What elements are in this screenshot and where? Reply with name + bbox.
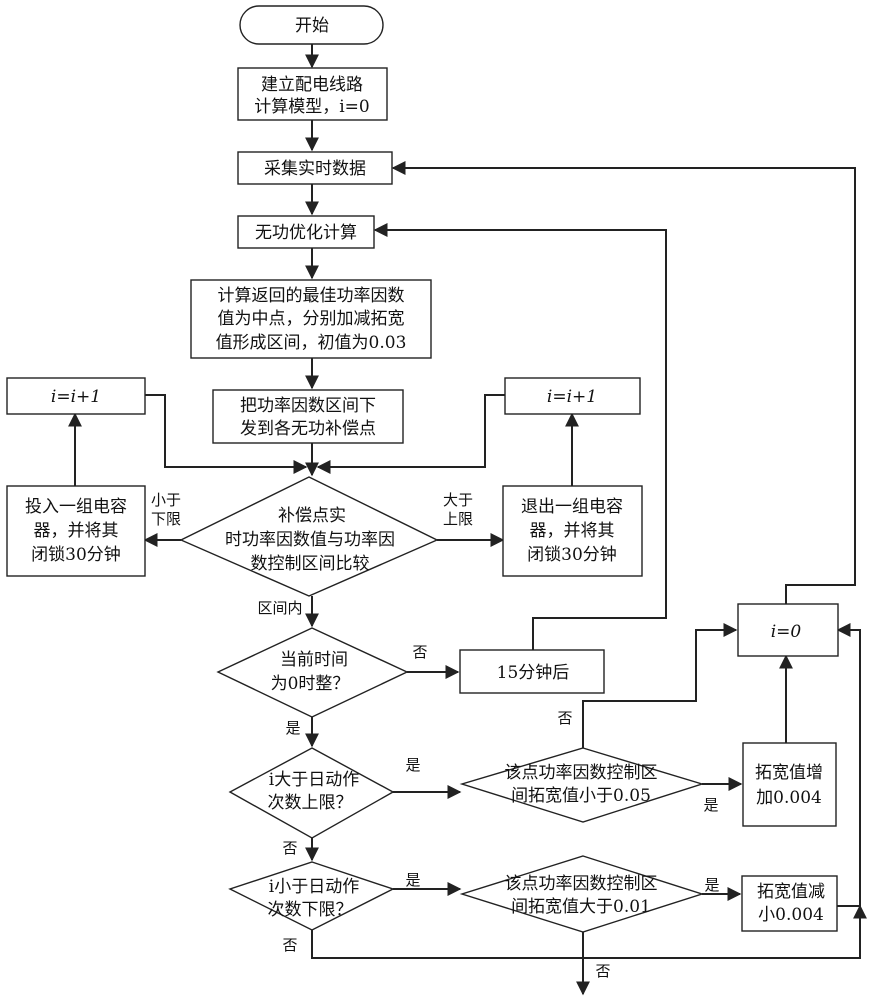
compute-interval-label-line-1: 计算返回的最佳功率因数: [218, 286, 405, 306]
check-width-upper-decision: [459, 747, 705, 823]
check-width-lower-label-line-2: 间拓宽值大于0.01: [511, 897, 651, 917]
check-i-lower-label-line-1: i小于日动作: [269, 877, 359, 897]
label-yes-width-upper: 是: [703, 796, 718, 814]
withdraw-capacitor-box: [502, 485, 643, 577]
check-width-upper-label-line-2: 间拓宽值小于0.05: [511, 786, 651, 806]
increase-width-label-line-2: 加0.004: [756, 788, 822, 808]
label-no-upper: 否: [282, 839, 297, 857]
check-i-upper-label-line-1: i大于日动作: [269, 770, 359, 790]
collect-data-label: 采集实时数据: [264, 159, 366, 179]
check-midnight-label-line-2: 为0时整？: [271, 674, 350, 694]
check-midnight-decision: [216, 627, 409, 718]
build-model-label-line-2: 计算模型，i=0: [254, 97, 370, 117]
wait-15min-label: 15分钟后: [497, 663, 570, 683]
insert-capacitor-label-line-2: 器，并将其: [34, 521, 119, 541]
start-label: 开始: [295, 16, 329, 36]
label-yes-lower: 是: [405, 871, 420, 889]
compare-pf-decision: [179, 476, 439, 597]
check-width-lower-label-line-1: 该点功率因数控制区: [505, 874, 658, 894]
increase-width-label-line-1: 拓宽值增: [755, 763, 823, 783]
reset-i-label: i=0: [771, 622, 802, 642]
var-optimize-label: 无功优化计算: [255, 223, 357, 243]
compute-interval-label-line-2: 值为中点，分别加减拓宽: [218, 309, 405, 329]
check-i-upper-decision: [228, 747, 395, 839]
reset-i-box: [737, 603, 839, 657]
label-below-lower-line-1: 小于: [151, 491, 181, 509]
check-width-lower-decision: [459, 855, 705, 933]
withdraw-capacitor-label-line-2: 器，并将其: [530, 521, 615, 541]
label-above-upper-line-2: 上限: [443, 510, 473, 528]
start-terminal: [239, 5, 384, 45]
nodes: [6, 5, 839, 933]
counter-right-box: [504, 377, 641, 415]
edge-counter-right-to-merge: [316, 394, 505, 474]
edge-counter-left-to-merge: [145, 394, 308, 474]
edge-decrease-to-reset: [836, 623, 861, 907]
label-yes-width-lower: 是: [704, 876, 719, 894]
label-no-width-upper: 否: [557, 709, 572, 727]
collect-data-box: [237, 151, 393, 185]
build-model-box: [237, 67, 388, 121]
label-yes-midnight: 是: [285, 719, 300, 737]
decrease-width-box: [741, 875, 838, 932]
compare-pf-label-line-2: 时功率因数值与功率因: [225, 530, 395, 550]
edge-labels: 小于 下限 大于 上限 区间内 否 是 是 否 是 否 是 否 是 否: [151, 491, 720, 980]
edge-width-upper-no-to-reset: [582, 623, 738, 748]
dispatch-interval-box: [212, 389, 404, 444]
dispatch-interval-label-line-1: 把功率因数区间下: [240, 396, 376, 416]
check-midnight-label-line-1: 当前时间: [280, 650, 348, 670]
label-within: 区间内: [257, 599, 302, 617]
edge-reset-to-collect: [391, 161, 856, 604]
counter-left-label: i=i+1: [51, 387, 101, 407]
build-model-label-line-1: 建立配电线路: [261, 75, 363, 95]
decrease-width-label-line-1: 拓宽值减: [757, 882, 825, 902]
label-no-lower: 否: [282, 936, 297, 954]
insert-capacitor-label-line-1: 投入一组电容: [25, 497, 127, 517]
counter-left-box: [6, 377, 146, 415]
increase-width-box: [742, 742, 837, 827]
check-width-upper-label-line-1: 该点功率因数控制区: [505, 763, 658, 783]
check-i-lower-label-line-2: 次数下限？: [268, 900, 353, 920]
label-no-width-lower: 否: [595, 962, 610, 980]
edge-wait-to-optimize: [373, 223, 667, 650]
compare-pf-label-line-3: 数控制区间比较: [251, 554, 370, 574]
withdraw-capacitor-label-line-3: 闭锁30分钟: [527, 545, 617, 565]
node-labels: 开始 建立配电线路 计算模型，i=0 采集实时数据 无功优化计算 计算返回的最佳…: [25, 16, 825, 925]
label-no-midnight: 否: [412, 643, 427, 661]
compare-pf-label-line-1: 补偿点实: [278, 506, 346, 526]
insert-capacitor-box: [6, 485, 146, 577]
label-above-upper-line-1: 大于: [443, 491, 473, 509]
check-i-lower-decision: [228, 861, 395, 931]
counter-right-label: i=i+1: [547, 387, 597, 407]
edges: [68, 44, 867, 996]
compute-interval-label-line-3: 值形成区间，初值为0.03: [216, 333, 407, 353]
decrease-width-label-line-2: 小0.004: [758, 905, 824, 925]
label-yes-upper: 是: [405, 756, 420, 774]
label-below-lower-line-2: 下限: [151, 510, 181, 528]
insert-capacitor-label-line-3: 闭锁30分钟: [31, 545, 121, 565]
check-i-upper-label-line-2: 次数上限？: [268, 793, 353, 813]
withdraw-capacitor-label-line-1: 退出一组电容: [521, 497, 623, 517]
edge-lower-no-to-reset: [311, 904, 867, 959]
var-optimize-box: [237, 215, 375, 249]
wait-15min-box: [459, 649, 605, 694]
dispatch-interval-label-line-2: 发到各无功补偿点: [240, 419, 376, 439]
compute-interval-box: [190, 279, 432, 359]
